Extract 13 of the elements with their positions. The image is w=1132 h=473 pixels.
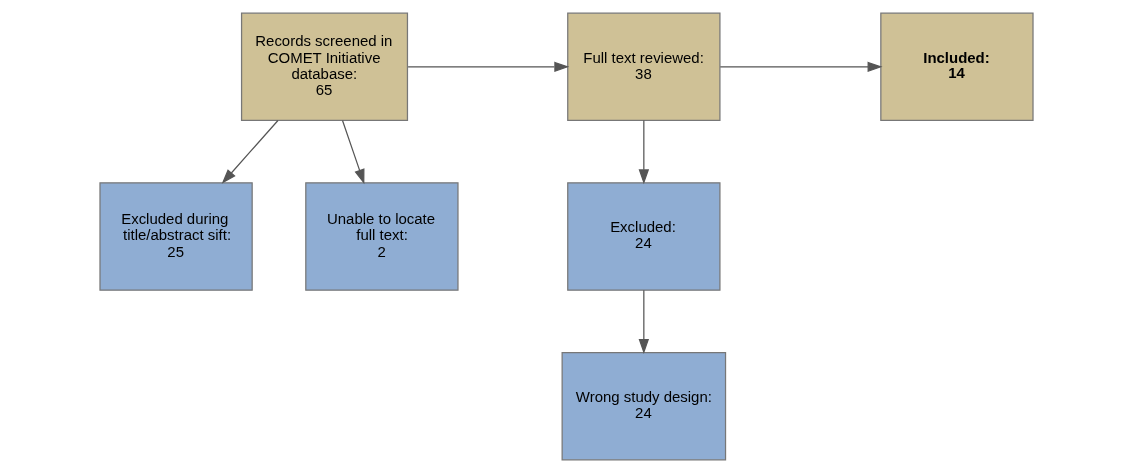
node-box: Unable to locate full text: 2: [304, 182, 459, 291]
node-box: Records screened in COMET Initiative database: 65: [240, 12, 408, 122]
node-box: Excluded: 24: [566, 182, 721, 291]
arrow: [638, 119, 649, 185]
arrow: [221, 119, 279, 184]
node-box: Excluded during title/abstract sift: 25: [98, 182, 253, 291]
arrow: [638, 289, 649, 354]
node-box: Wrong study design: 24: [561, 351, 726, 461]
node-box: Included: 14: [879, 12, 1034, 122]
arrow: [406, 61, 569, 73]
arrow: [341, 119, 364, 185]
node-box: Full text reviewed: 38: [566, 12, 721, 122]
arrow: [719, 61, 883, 73]
